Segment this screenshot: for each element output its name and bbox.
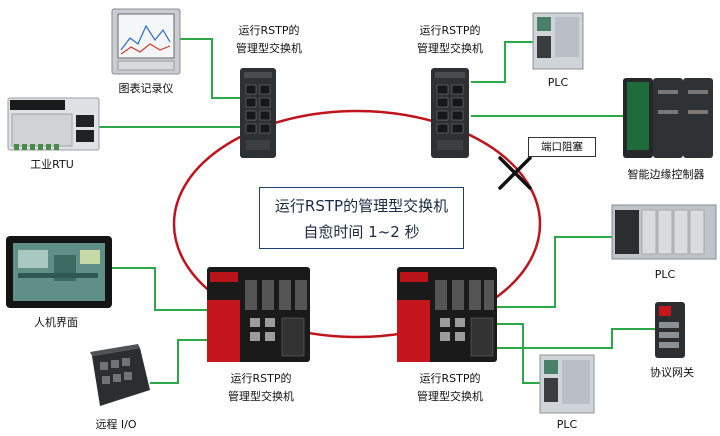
plc-bottom-label: PLC bbox=[556, 418, 578, 431]
rtu-label: 工业RTU bbox=[30, 158, 74, 171]
plc-right-label: PLC bbox=[654, 268, 676, 281]
device-links bbox=[99, 38, 655, 384]
link-remote-io bbox=[150, 339, 210, 384]
link-plc-top bbox=[471, 41, 533, 83]
switch-bottom-right bbox=[397, 267, 497, 362]
plc-top-label: PLC bbox=[547, 76, 569, 89]
switch-label-line1: 运行RSTP的 bbox=[419, 372, 481, 385]
switch-label-line1: 运行RSTP的 bbox=[230, 372, 292, 385]
switch-label-line1: 运行RSTP的 bbox=[419, 24, 481, 37]
switch-label-line2: 管理型交换机 bbox=[228, 390, 294, 403]
edge-controller-device bbox=[623, 78, 713, 158]
hmi-label: 人机界面 bbox=[34, 316, 78, 329]
remote-io-label: 远程 I/O bbox=[95, 418, 137, 431]
chart-recorder-device bbox=[111, 8, 181, 75]
switch-top-left bbox=[240, 68, 276, 158]
edge-controller-label: 智能边缘控制器 bbox=[627, 168, 705, 181]
ring-info-line2: 自愈时间 1~2 秒 bbox=[303, 223, 420, 241]
plc-right-device bbox=[611, 204, 717, 260]
switch-label-line2: 管理型交换机 bbox=[417, 390, 483, 403]
recorder-label: 图表记录仪 bbox=[118, 82, 174, 95]
switch-label-line1: 运行RSTP的 bbox=[238, 24, 300, 37]
link-hmi bbox=[112, 267, 210, 311]
ring-info-box: 运行RSTP的管理型交换机 自愈时间 1~2 秒 bbox=[259, 187, 464, 249]
plc-bottom-device bbox=[539, 354, 595, 414]
switch-top-right-label: 运行RSTP的 管理型交换机 bbox=[408, 22, 492, 58]
switch-bottom-right-label: 运行RSTP的 管理型交换机 bbox=[408, 370, 492, 406]
switch-top-left-label: 运行RSTP的 管理型交换机 bbox=[227, 22, 311, 58]
rstp-ring bbox=[172, 109, 542, 339]
switch-bottom-left-label: 运行RSTP的 管理型交换机 bbox=[219, 370, 303, 406]
blocked-port-x-icon bbox=[498, 156, 532, 190]
link-plc-right bbox=[497, 236, 612, 308]
hmi-device bbox=[6, 236, 112, 308]
switch-bottom-left bbox=[207, 267, 310, 362]
ring-info-line1: 运行RSTP的管理型交换机 bbox=[274, 197, 449, 215]
switch-top-right bbox=[431, 68, 469, 158]
gateway-label: 协议网关 bbox=[650, 366, 694, 379]
remote-io-device bbox=[90, 344, 150, 406]
port-blocked-label: 端口阻塞 bbox=[528, 137, 596, 157]
link-gateway bbox=[497, 328, 655, 349]
gateway-device bbox=[655, 302, 685, 358]
link-recorder bbox=[180, 38, 245, 99]
switch-label-line2: 管理型交换机 bbox=[236, 42, 302, 55]
plc-top-device bbox=[532, 12, 584, 70]
switch-label-line2: 管理型交换机 bbox=[417, 42, 483, 55]
rtu-device bbox=[7, 97, 100, 151]
link-plc-bottom bbox=[497, 323, 540, 384]
